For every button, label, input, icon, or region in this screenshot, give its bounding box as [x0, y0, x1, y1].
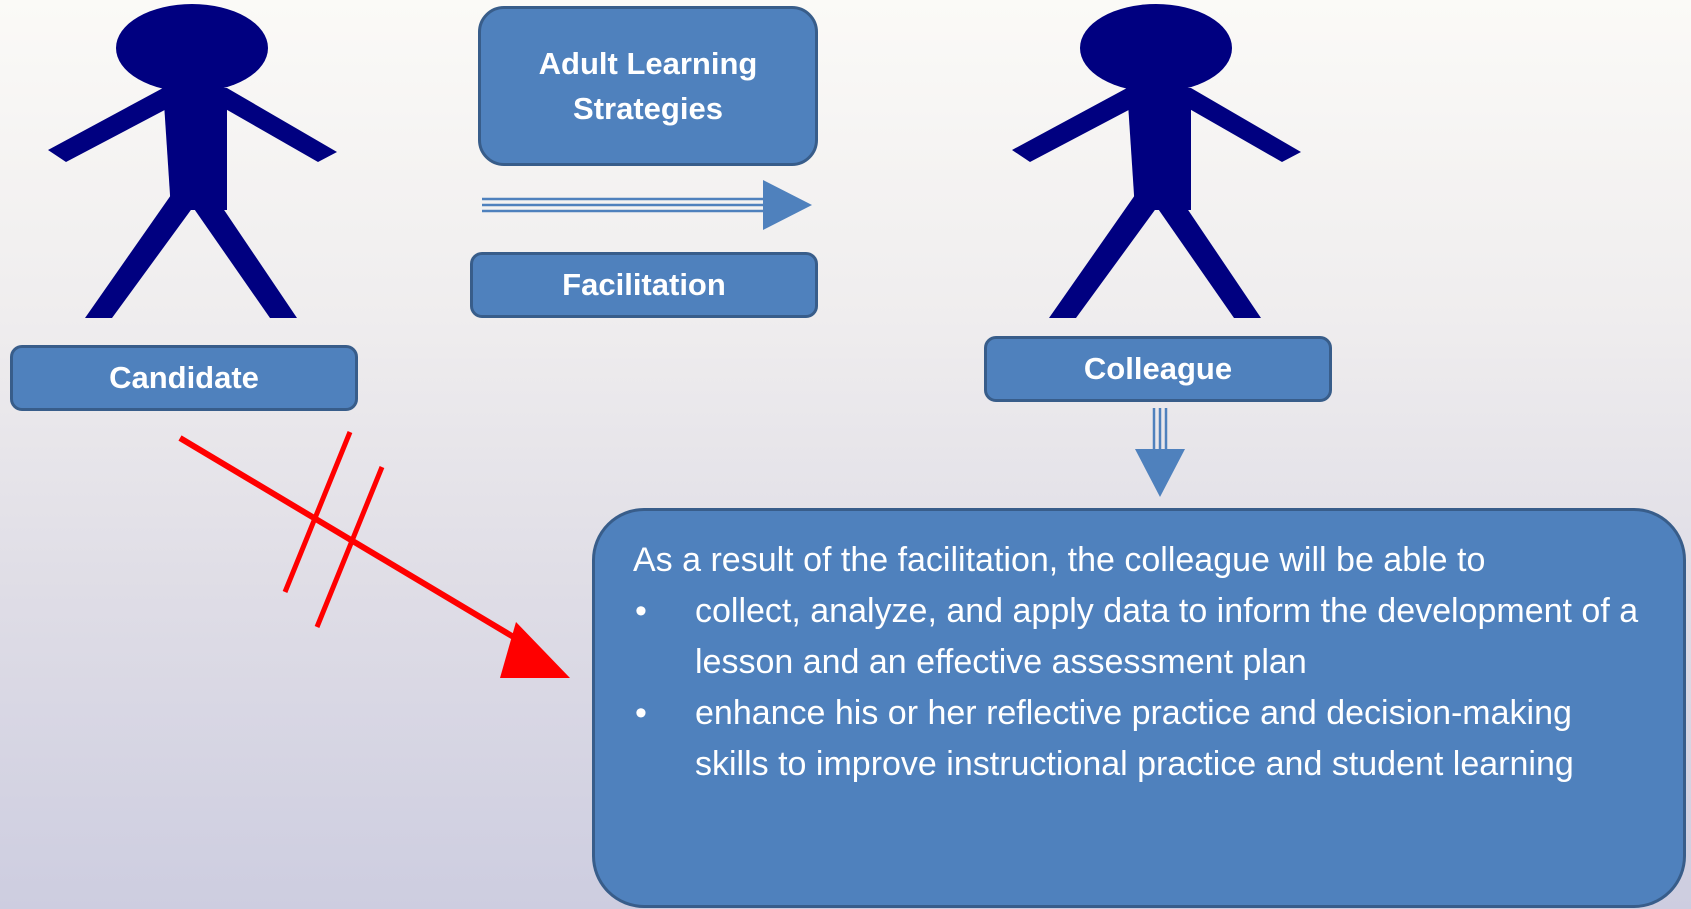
adult-learning-strategies-box: Adult Learning Strategies: [478, 6, 818, 166]
candidate-figure-icon: [48, 4, 337, 318]
outcome-box: As a result of the facilitation, the col…: [592, 508, 1686, 908]
outcome-item-data: • collect, analyze, and apply data to in…: [633, 586, 1643, 688]
outcome-intro: As a result of the facilitation, the col…: [633, 541, 1486, 579]
facilitation-box: Facilitation: [470, 252, 818, 318]
colleague-label: Colleague: [1083, 351, 1233, 386]
blocked-arrow-icon: [178, 431, 570, 678]
outcome-item-text: enhance his or her reflective practice a…: [695, 694, 1574, 783]
colleague-figure-icon: [1012, 4, 1301, 318]
bullet-icon: •: [635, 592, 647, 630]
bullet-icon: •: [635, 694, 647, 732]
flow-down-arrow-icon: [1135, 408, 1185, 497]
facilitation-label: Facilitation: [562, 267, 726, 302]
outcome-list: • collect, analyze, and apply data to in…: [633, 586, 1643, 790]
candidate-label: Candidate: [109, 360, 259, 395]
candidate-box: Candidate: [10, 345, 358, 411]
flow-right-arrow-icon: [482, 180, 812, 230]
outcome-item-text: collect, analyze, and apply data to info…: [695, 592, 1639, 681]
outcome-item-reflection: • enhance his or her reflective practice…: [633, 688, 1643, 790]
adult-learning-strategies-label: Adult Learning Strategies: [538, 46, 758, 126]
colleague-box: Colleague: [984, 336, 1332, 402]
